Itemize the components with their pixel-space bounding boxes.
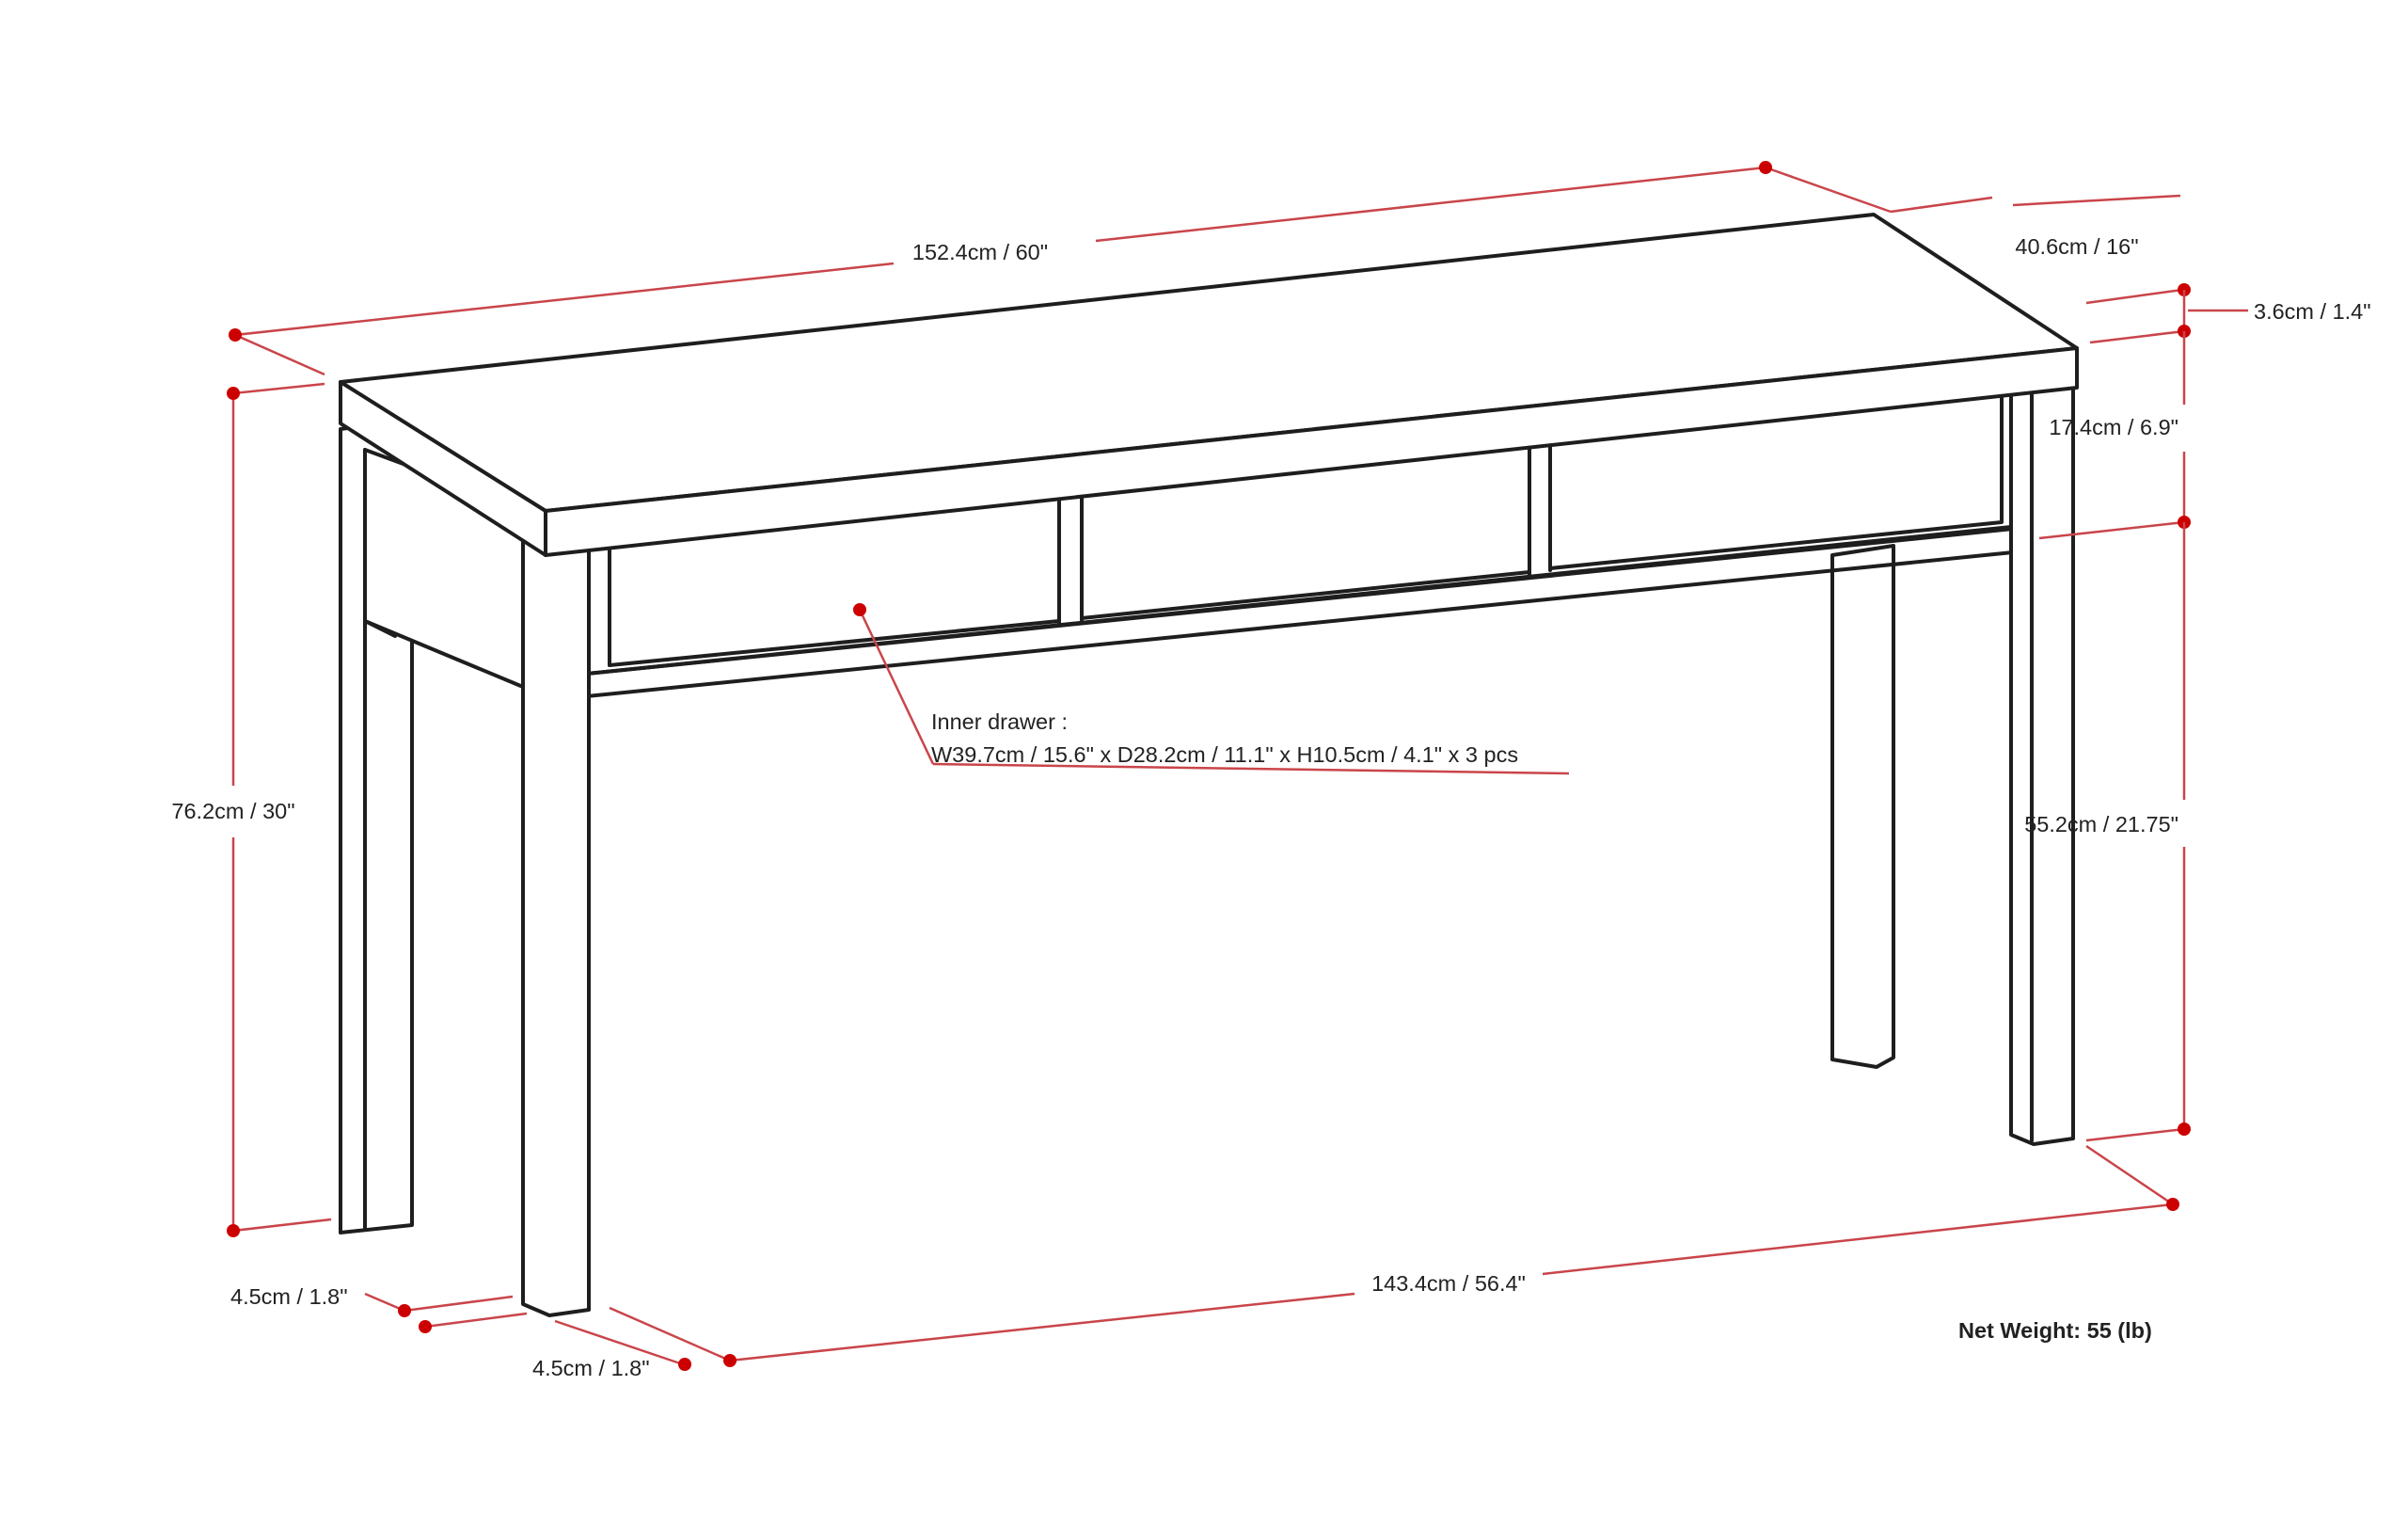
label-apron-height: 17.4cm / 6.9" — [2049, 415, 2178, 439]
dim-width-dot-left — [229, 328, 242, 342]
console-table — [339, 213, 2079, 1317]
front-left-leg — [521, 501, 591, 1317]
dim-legw-leader — [364, 1292, 405, 1313]
right-back-leg — [1830, 544, 1895, 1069]
label-net-weight: Net Weight: 55 (lb) — [1958, 1318, 2152, 1343]
dim-legw-line — [404, 1295, 514, 1313]
table-top — [339, 213, 2079, 557]
label-overall-height: 76.2cm / 30" — [171, 799, 294, 823]
label-inner-drawer-spec: W39.7cm / 15.6" x D28.2cm / 11.1" x H10.… — [931, 742, 1518, 767]
dim-legd-dot — [678, 1358, 691, 1371]
callout-dot — [853, 603, 866, 616]
dim-span-line-right — [1542, 1202, 2174, 1276]
dim-clearance-dot — [2178, 1123, 2191, 1136]
label-inner-drawer: Inner drawer : — [931, 709, 1068, 734]
dimension-lines — [227, 161, 2248, 1371]
front-right-leg — [2009, 344, 2075, 1146]
dim-width-ext-right — [1765, 166, 1892, 214]
callout-leader — [858, 609, 935, 765]
dim-legd-line — [554, 1319, 678, 1364]
dim-span-dot-right — [2166, 1198, 2179, 1211]
label-leg-depth: 4.5cm / 1.8" — [532, 1356, 650, 1380]
label-top-thickness: 3.6cm / 1.4" — [2254, 299, 2371, 324]
dim-span-line-left — [729, 1292, 1355, 1362]
dim-legw-dot-1 — [398, 1304, 411, 1317]
label-overall-width: 152.4cm / 60" — [912, 240, 1048, 264]
dim-width-ext-left — [234, 333, 325, 376]
dim-height-dot-bottom — [227, 1224, 240, 1237]
label-depth: 40.6cm / 16" — [2015, 234, 2138, 259]
dim-width-dot-right — [1759, 161, 1772, 174]
label-inner-leg-span: 143.4cm / 56.4" — [1371, 1271, 1526, 1296]
dim-legw-dot-2 — [419, 1320, 432, 1333]
callout-underline — [932, 762, 1570, 775]
dim-height-dot-top — [227, 387, 240, 400]
dim-legw-line-2 — [424, 1312, 528, 1329]
label-leg-clearance: 55.2cm / 21.75" — [2024, 812, 2178, 836]
dim-span-ext-right — [2085, 1144, 2174, 1206]
dim-height-ext-bottom — [232, 1218, 332, 1233]
dim-depth-top — [2012, 194, 2181, 207]
dim-span-ext-left — [609, 1306, 731, 1362]
dimension-labels: 152.4cm / 60" 40.6cm / 16" 3.6cm / 1.4" … — [171, 234, 2370, 1380]
dim-height-ext-top — [232, 382, 325, 395]
label-leg-width: 4.5cm / 1.8" — [230, 1284, 348, 1309]
dim-depth-line-right — [2085, 288, 2183, 305]
dim-span-dot-left — [723, 1354, 737, 1367]
dim-apron-ext — [2038, 520, 2185, 540]
dim-width-line-left — [234, 262, 895, 337]
dim-depth-line-left — [1890, 196, 1993, 214]
dim-width-line-right — [1095, 166, 1766, 243]
dim-top-thickness-ext — [2089, 329, 2185, 344]
dim-clearance-ext — [2085, 1127, 2185, 1142]
